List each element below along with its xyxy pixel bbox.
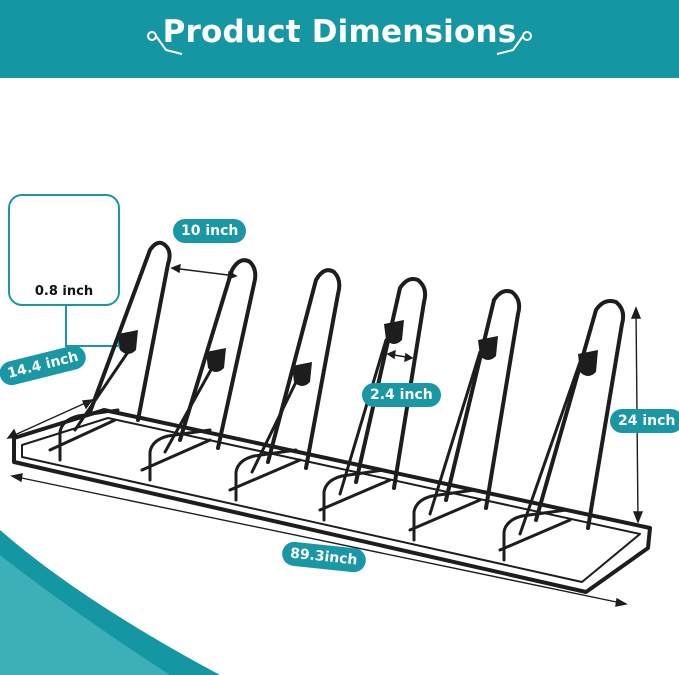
background-wave-light	[0, 555, 170, 675]
detail-label: 0.8 inch	[34, 284, 94, 299]
dimension-lines	[6, 263, 644, 607]
header-band	[0, 0, 679, 78]
wheel-holder-set	[118, 320, 598, 386]
title-ornament-left	[147, 31, 183, 55]
page-title: Product Dimensions	[162, 14, 517, 50]
slot-width-dimension-label: 2.4 inch	[362, 383, 441, 407]
bike-rack-icon	[12, 240, 652, 594]
height-dimension-label: 24 inch	[610, 409, 679, 433]
title-ornament-right	[496, 31, 532, 55]
spacing-dimension-label: 10 inch	[173, 219, 247, 243]
detail-inset-box: 0.8 inch	[8, 194, 120, 306]
detail-leader-line	[65, 306, 118, 347]
